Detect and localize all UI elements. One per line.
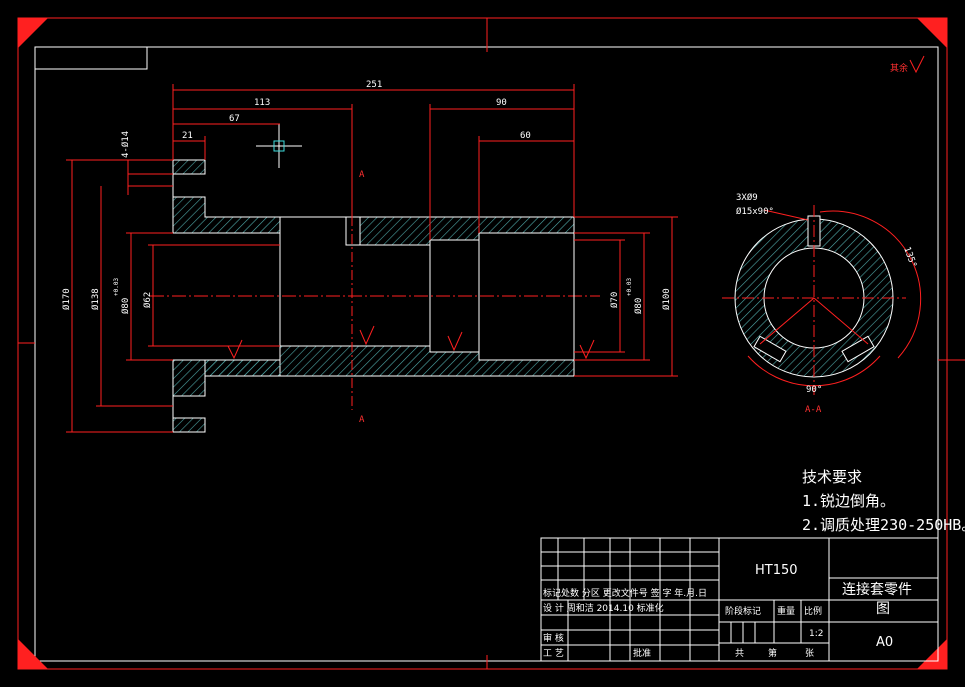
- leader-holes: [763, 209, 809, 221]
- svg-text:90: 90: [496, 98, 507, 108]
- angle-arc-90: [747, 355, 881, 387]
- svg-text:+0.03: +0.03: [626, 278, 633, 296]
- surface-note: 其余: [890, 62, 908, 74]
- cursor-box: [273, 140, 285, 152]
- dim-d138: Ø138: [90, 186, 173, 407]
- dim-60: 60: [478, 131, 574, 233]
- tech-req-title: 技术要求: [802, 468, 862, 486]
- dim-d80-left: Ø80 +0.03: [113, 232, 173, 361]
- corner-mark-br: [917, 639, 947, 669]
- svg-text:60: 60: [520, 131, 531, 141]
- dim-90: 90: [429, 98, 574, 240]
- svg-text:Ø70: Ø70: [609, 292, 620, 308]
- row-design: 设 计 周和洁 2014.10 标准化: [543, 602, 664, 614]
- flange-top-hatch: [172, 196, 281, 234]
- tech-req-item2: 2.调质处理230-250HB。: [802, 516, 965, 534]
- svg-text:Ø62: Ø62: [142, 292, 153, 308]
- corner-mark-bl: [18, 639, 48, 669]
- svg-text:Ø100: Ø100: [661, 288, 672, 310]
- part-name-line2: 图: [876, 601, 890, 617]
- main-view: 251 113 67 21 90 60: [61, 80, 678, 433]
- section-view: 3XØ9 Ø15x90° 135° 90° A-A: [722, 192, 922, 415]
- svg-text:Ø170: Ø170: [61, 288, 72, 310]
- roughness-symbol: [227, 339, 243, 360]
- hole-axis-right: [813, 297, 869, 345]
- roughness-symbol: [359, 325, 375, 346]
- drawing-number-box: [34, 46, 148, 70]
- roughness-symbol: [447, 331, 463, 352]
- outer-frame: [17, 17, 948, 670]
- flange-bottom: [172, 417, 206, 433]
- scale: 1:2: [809, 629, 823, 639]
- material: HT150: [755, 563, 798, 578]
- dim-21: 21: [173, 131, 206, 160]
- svg-text:251: 251: [366, 80, 382, 90]
- process: 工 艺: [543, 648, 564, 659]
- roughness-symbol: [579, 339, 595, 360]
- cut-label-bottom: A: [359, 415, 365, 425]
- dim-d170: Ø170: [61, 159, 173, 433]
- dim-d70: Ø70: [574, 239, 625, 353]
- angle-135-label: 135°: [901, 246, 918, 270]
- note-counter: Ø15x90°: [736, 206, 774, 217]
- review: 审 核: [543, 632, 564, 644]
- hole-axis-left: [759, 297, 815, 345]
- svg-text:+0.03: +0.03: [113, 278, 120, 296]
- sheet-size: A0: [876, 635, 893, 650]
- dim-67: 67: [173, 114, 280, 125]
- corner-mark-tr: [917, 18, 947, 48]
- ring-hatch: [734, 218, 894, 378]
- svg-text:113: 113: [254, 98, 270, 108]
- svg-text:4-Ø14: 4-Ø14: [120, 131, 131, 158]
- dim-d62: Ø62: [142, 244, 280, 347]
- weight: 重量: [777, 605, 795, 617]
- roughness-symbol: [909, 55, 925, 74]
- note-holes: 3XØ9: [736, 192, 758, 203]
- body-bottom-hatch: [204, 345, 575, 377]
- sheet: 第: [768, 647, 777, 659]
- view-label: A-A: [805, 405, 822, 415]
- svg-text:67: 67: [229, 114, 240, 124]
- part-name-line1: 连接套零件: [842, 581, 912, 598]
- tech-req-item1: 1.锐边倒角。: [802, 492, 895, 510]
- dim-holes: 4-Ø14: [120, 131, 173, 195]
- cut-label-top: A: [359, 170, 365, 180]
- corner-mark-tl: [18, 18, 48, 48]
- flange-top: [172, 159, 206, 175]
- bore-slot-top: [345, 216, 361, 246]
- total: 共: [735, 648, 744, 659]
- dim-d80-right: Ø80 +0.03: [574, 232, 650, 361]
- body-top-hatch: [280, 216, 575, 246]
- row-mark: 标记处数 分区 更改文件号 签 字 年.月.日: [543, 587, 707, 599]
- approve: 批准: [633, 647, 651, 659]
- angle-90-label: 90°: [806, 385, 822, 395]
- svg-text:Ø80: Ø80: [633, 298, 644, 314]
- svg-text:Ø138: Ø138: [90, 288, 101, 310]
- stage-mark: 阶段标记: [725, 605, 761, 617]
- svg-text:Ø80: Ø80: [120, 298, 131, 314]
- dim-d100: Ø100: [574, 216, 678, 377]
- dim-251: 251: [172, 80, 575, 217]
- sheets: 张: [805, 648, 814, 659]
- ratio: 比例: [804, 605, 822, 617]
- title-block: [540, 537, 939, 662]
- svg-text:21: 21: [182, 131, 193, 141]
- angle-arc-135: [819, 210, 922, 359]
